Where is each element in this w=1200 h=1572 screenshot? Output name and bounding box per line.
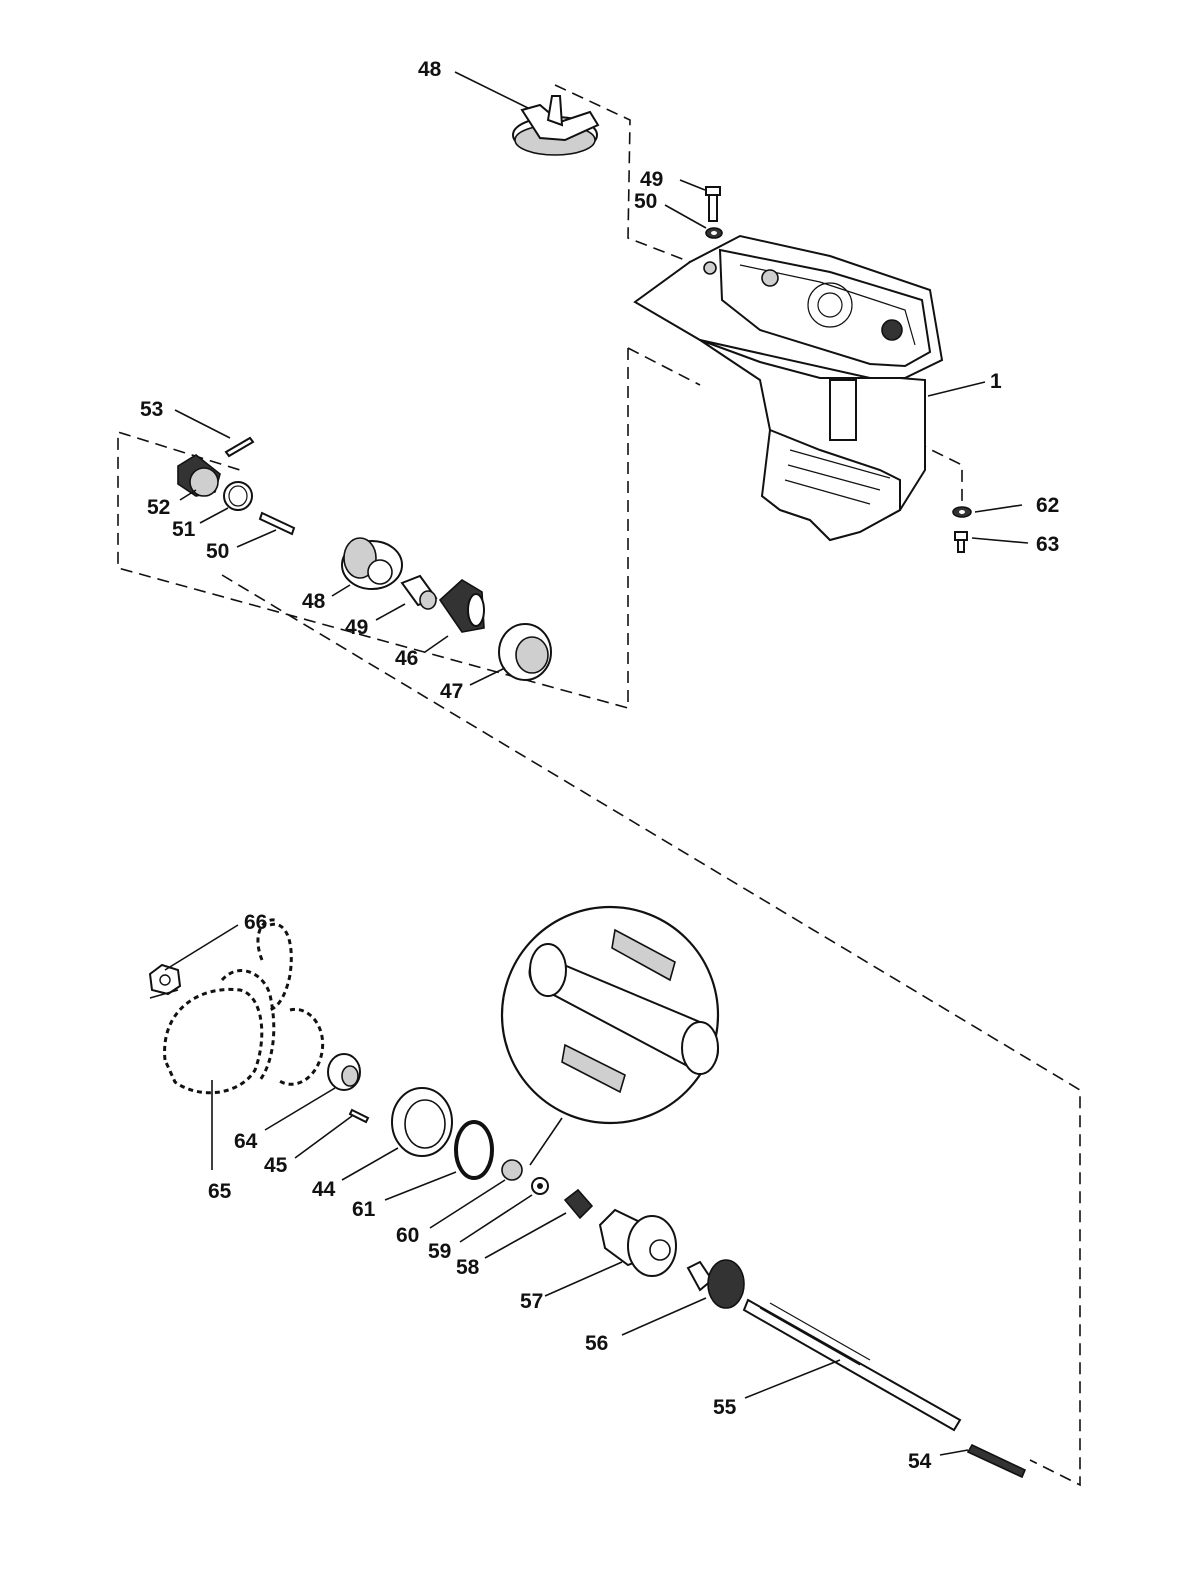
callout-clutch: 52 — [147, 496, 170, 519]
callout-labels: 48 49 50 1 53 52 51 50 48 49 46 47 62 63… — [140, 58, 1059, 1473]
callout-bearing-carrier: 48 — [302, 590, 326, 613]
callout-gear-56: 56 — [585, 1332, 608, 1355]
callout-screw-45: 45 — [264, 1154, 288, 1177]
callout-propeller: 65 — [208, 1180, 232, 1203]
anode-part — [512, 95, 600, 156]
callout-carrier-57: 57 — [520, 1290, 543, 1313]
drive-gear-group — [177, 436, 552, 681]
gear-housing-part — [633, 234, 944, 542]
callout-washer-62: 62 — [1036, 494, 1059, 517]
housing-screw-part — [952, 506, 972, 553]
outline-housing-drive — [117, 348, 629, 710]
callout-o-ring: 61 — [352, 1198, 376, 1221]
housing-bolt-part — [705, 186, 723, 239]
callout-anode: 48 — [418, 58, 442, 81]
callout-retainer: 44 — [312, 1178, 336, 1201]
callout-bearing-58: 58 — [456, 1256, 480, 1279]
callout-bushing: 49 — [345, 616, 368, 639]
callout-gear-housing: 1 — [990, 370, 1002, 393]
callout-tapered-bearing: 46 — [395, 647, 418, 670]
outline-diagonal — [221, 574, 1081, 1487]
propeller-shaft-group — [327, 1053, 1027, 1479]
callout-bearing-race: 47 — [440, 680, 463, 703]
leader-lines — [149, 71, 1029, 1456]
callout-shaft-55: 55 — [713, 1396, 737, 1419]
callout-washer-59: 59 — [428, 1240, 451, 1263]
callout-propeller-nut: 66 — [244, 911, 267, 934]
callout-clutch-spring: 51 — [172, 518, 196, 541]
outline-top — [554, 84, 691, 263]
detail-inset — [500, 905, 720, 1125]
callout-housing-bolt: 49 — [640, 168, 663, 191]
callout-screw-63: 63 — [1036, 533, 1059, 556]
callout-shift-pin: 50 — [206, 540, 229, 563]
outline-housing-down — [627, 347, 701, 386]
callout-thrust-hub: 64 — [234, 1130, 258, 1153]
callout-spring-54: 54 — [908, 1450, 932, 1473]
propeller-part — [148, 918, 325, 1095]
assembly-outlines — [117, 84, 1081, 1487]
callout-washer-60: 60 — [396, 1224, 419, 1247]
callout-housing-washer: 50 — [634, 190, 657, 213]
callout-cross-pin: 53 — [140, 398, 163, 421]
